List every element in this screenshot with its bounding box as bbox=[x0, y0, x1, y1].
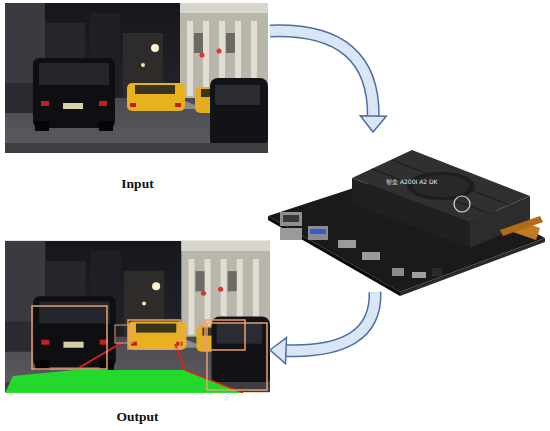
board-illustration bbox=[266, 128, 548, 296]
input-photo bbox=[5, 3, 268, 153]
output-image-panel: Output bbox=[5, 238, 270, 428]
curved-arrow bbox=[270, 292, 375, 364]
panel-caption: Output bbox=[5, 408, 270, 426]
curved-arrow bbox=[270, 31, 386, 132]
board-device: 智盒 A200I A2 DK bbox=[268, 132, 545, 292]
input-image-panel: Input bbox=[5, 3, 270, 199]
panel-caption: Input bbox=[5, 175, 270, 193]
output-photo bbox=[5, 240, 270, 393]
device-label: 智盒 A200I A2 DK bbox=[386, 178, 438, 186]
